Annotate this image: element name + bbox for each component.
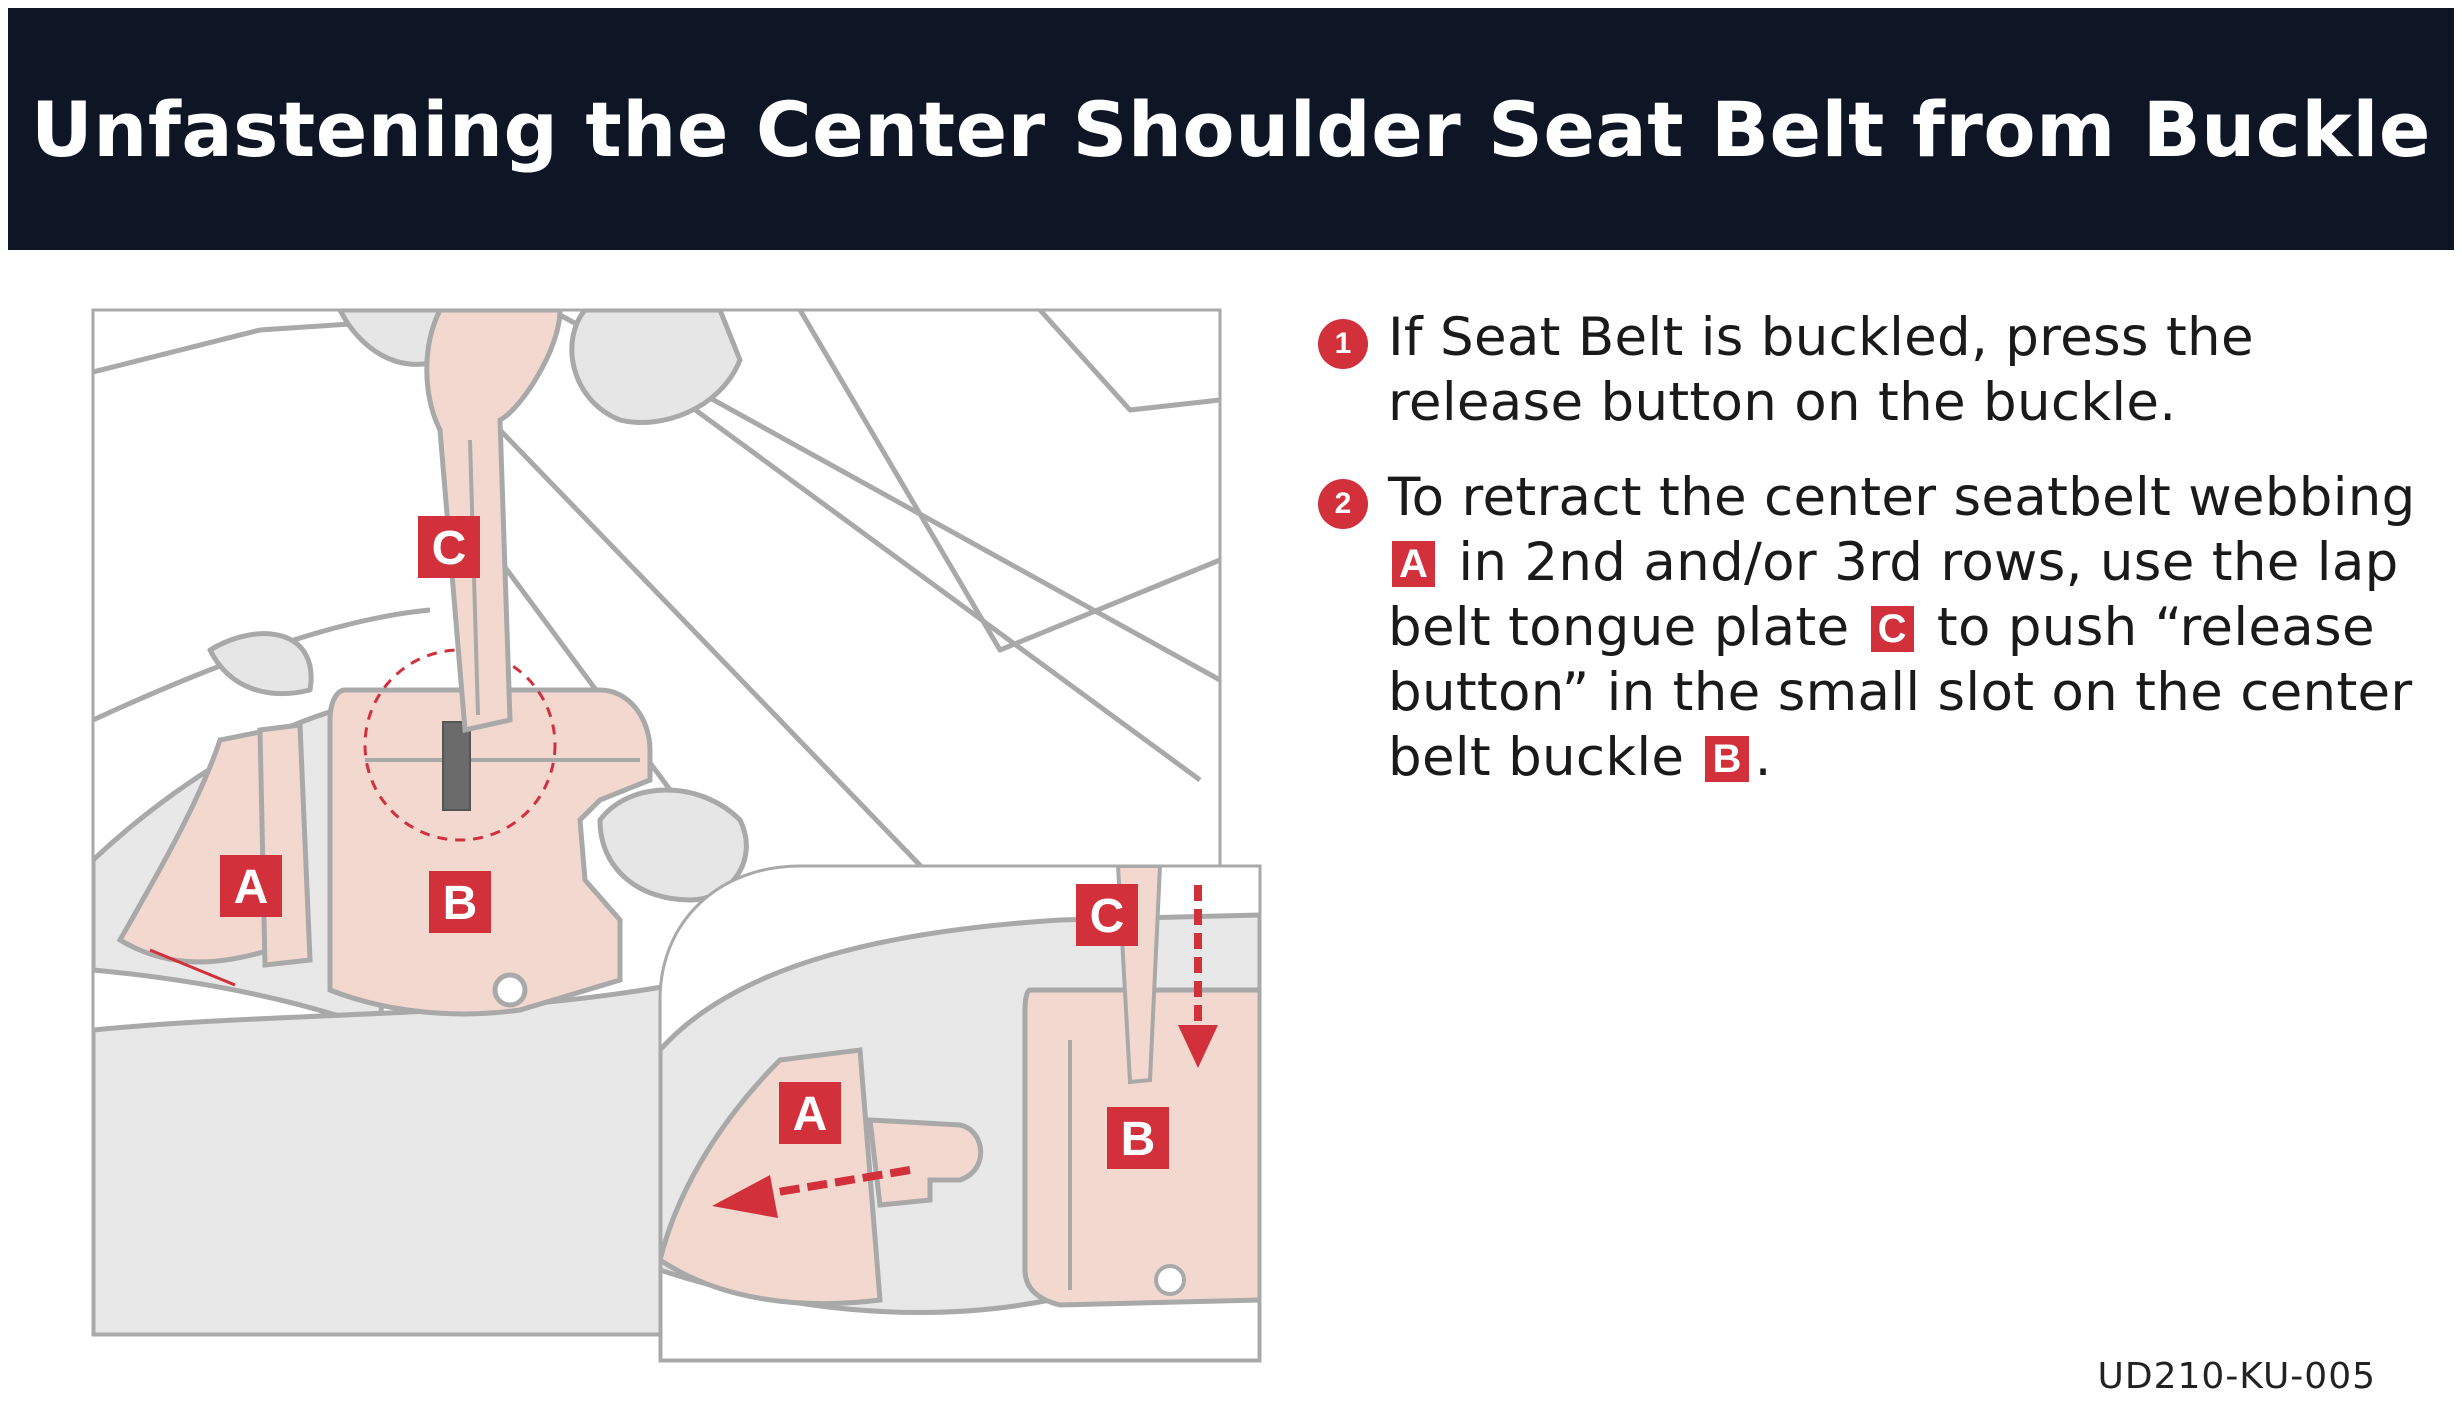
page-title: Unfastening the Center Shoulder Seat Bel… [31,84,2431,174]
svg-text:B: B [1121,1113,1156,1166]
main-label-c: C [418,516,480,578]
svg-text:C: C [432,522,467,575]
label-tag-c: C [1870,606,1914,652]
step-number-badge: 2 [1318,479,1368,529]
main-label-b: B [429,871,491,933]
title-banner: Unfastening the Center Shoulder Seat Bel… [8,8,2454,250]
label-tag-a: A [1392,541,1436,587]
svg-text:A: A [234,861,269,914]
step-text: If Seat Belt is buckled, press the relea… [1388,307,2254,433]
instruction-steps: 1 If Seat Belt is buckled, press the rel… [1318,305,2438,820]
step-1: 1 If Seat Belt is buckled, press the rel… [1318,305,2438,435]
step-2: 2 To retract the center seatbelt webbing… [1318,465,2438,790]
step-text: To retract the center seatbelt webbing A… [1388,465,2438,790]
step-text-part: to push “release button” in the small sl… [1388,597,2413,788]
inset-label-b: B [1107,1107,1169,1169]
svg-text:A: A [793,1088,828,1141]
svg-text:B: B [443,877,478,930]
inset-label-a: A [779,1082,841,1144]
document-code: UD210-KU-005 [2097,1356,2376,1397]
illustration: C A B [91,308,1262,1363]
main-label-a: A [220,855,282,917]
step-number-badge: 1 [1318,319,1368,369]
inset-label-c: C [1076,884,1138,946]
step-text-part: in 2nd and/or 3rd rows, use the lap belt… [1388,532,2399,658]
svg-text:C: C [1090,890,1125,943]
label-tag-b: B [1705,736,1749,782]
step-text-part: To retract the center seatbelt webbing [1388,467,2416,528]
step-text-part: . [1754,727,1772,788]
inset-illustration: C A B [658,864,1262,1363]
